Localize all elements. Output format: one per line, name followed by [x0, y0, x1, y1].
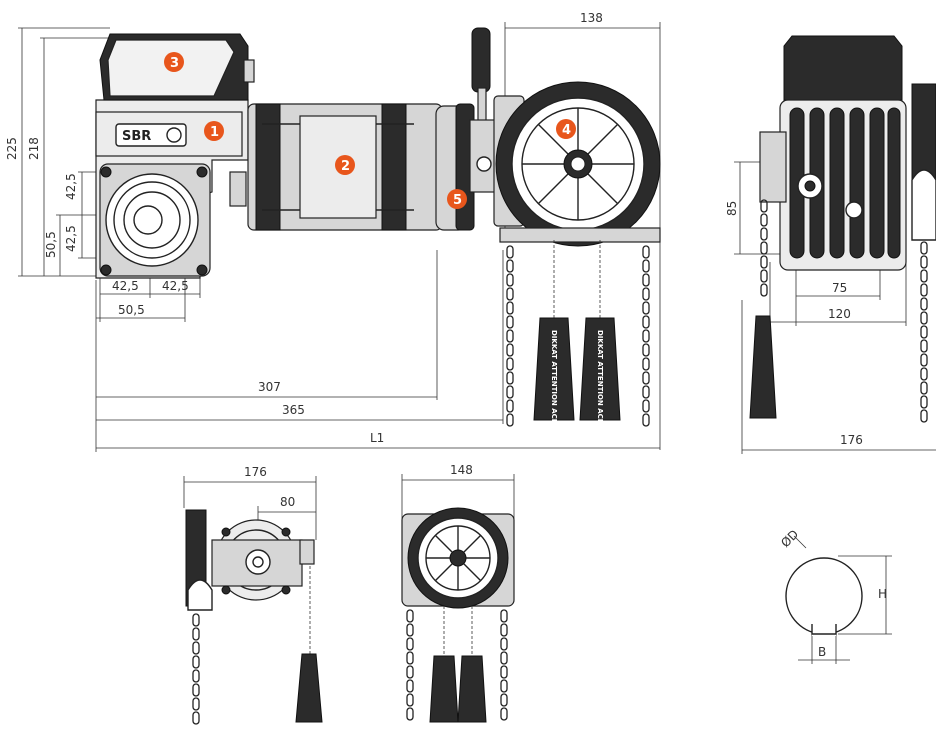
sbr-logo: SBR: [122, 129, 151, 144]
callout-3-label: 3: [170, 56, 179, 71]
chain-weights: DIKKAT ATTENTION ACHTUNG DIKKAT ATTENTIO…: [533, 317, 621, 447]
b2-chain-left: [406, 609, 414, 721]
bottom-view-2: 148: [401, 463, 515, 723]
dim-307: 307: [258, 380, 281, 394]
weight-tag-right: DIKKAT ATTENTION ACHTUNG: [596, 330, 604, 447]
bottom-view-1: 176 80: [183, 465, 323, 725]
b1-chain-left: [192, 613, 200, 725]
shaft-dim-diameter: ØD: [778, 527, 801, 550]
b1-dim-176: 176: [244, 465, 267, 479]
shaft-dim-B: B: [818, 645, 826, 659]
callout-3-circle: [164, 52, 184, 72]
dim-L1: L1: [370, 431, 384, 445]
dimension-lines: [18, 22, 661, 452]
side-dim-75: 75: [832, 281, 847, 295]
callout-2-circle: [335, 155, 355, 175]
main-front-view: 138 225 218 42,5 50,5 42,5 42,5 42,5 50,…: [5, 11, 661, 452]
sbr-logo-swirl-icon: [166, 127, 182, 143]
side-dim-176: 176: [840, 433, 863, 447]
dim-50-5-horizontal: 50,5: [118, 303, 145, 317]
dim-42-5-bottom-right: 42,5: [162, 279, 189, 293]
dim-225: 225: [5, 137, 19, 160]
weight-tag-left: DIKKAT ATTENTION ACHTUNG: [550, 330, 558, 447]
side-cooling-fins: [789, 107, 901, 259]
side-dim-85: 85: [725, 201, 739, 216]
dim-365: 365: [282, 403, 305, 417]
callout-5-label: 5: [453, 193, 462, 208]
shaft-detail: ØD H B: [778, 527, 892, 664]
callout-2-label: 2: [341, 159, 350, 174]
callout-4-circle: [556, 119, 576, 139]
dim-42-5-lower: 42,5: [64, 225, 78, 252]
callout-1-label: 1: [210, 125, 219, 140]
b2-dim-148: 148: [450, 463, 473, 477]
side-chain-left: [760, 199, 768, 297]
chain-wheel: [495, 81, 661, 247]
dim-42-5-upper: 42,5: [64, 173, 78, 200]
gearbox-housing: SBR: [95, 99, 249, 279]
motor-body: [247, 103, 475, 231]
callout-4-label: 4: [562, 123, 571, 138]
shaft-dim-H: H: [878, 587, 887, 601]
b1-dim-80: 80: [280, 495, 295, 509]
hand-chains: [506, 240, 650, 427]
side-dim-120: 120: [828, 307, 851, 321]
dim-42-5-bottom-left: 42,5: [112, 279, 139, 293]
b2-chain-right: [500, 609, 508, 721]
side-chain-right: [920, 241, 928, 423]
dim-138: 138: [580, 11, 603, 25]
callout-markers: 1 2 3 4 5: [164, 52, 576, 209]
dim-218: 218: [27, 137, 41, 160]
callout-5-circle: [447, 189, 467, 209]
dim-50-5-vertical: 50,5: [44, 231, 58, 258]
callout-1-circle: [204, 121, 224, 141]
side-view: 85 75 120 176: [725, 35, 936, 454]
